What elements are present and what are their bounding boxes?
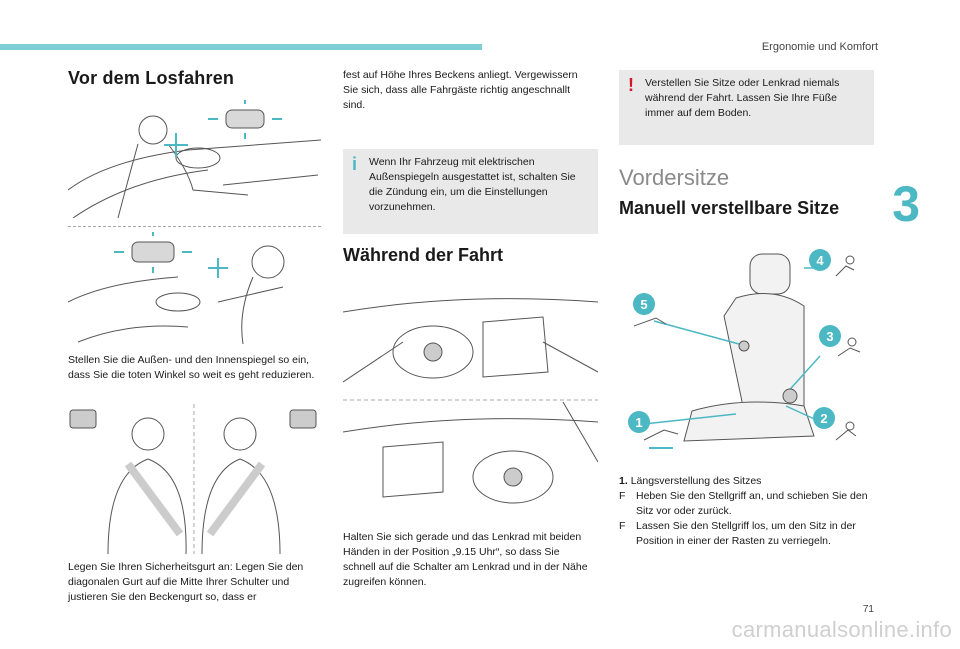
badge-5: 5 xyxy=(633,293,655,315)
page-number: 71 xyxy=(862,604,874,615)
bullet-marker: F xyxy=(619,520,626,532)
item-title: Längsverstellung des Sitzes xyxy=(630,475,762,487)
svg-text:2: 2 xyxy=(820,411,827,426)
seatbelt-instruction-continued: fest auf Höhe Ihres Beckens anliegt. Ver… xyxy=(343,69,578,111)
svg-text:3: 3 xyxy=(826,329,833,344)
divider xyxy=(68,226,321,227)
steering-instruction: Halten Sie sich gerade und das Lenkrad m… xyxy=(343,531,588,588)
figure-steering-position xyxy=(343,298,598,504)
figure-seatbelt xyxy=(69,404,317,554)
badge-3: 3 xyxy=(819,325,841,347)
info-notice: i Wenn Ihr Fahrzeug mit elektrischen Auß… xyxy=(343,149,598,234)
chapter-title: Ergonomie und Komfort xyxy=(761,41,878,53)
bullet-text: Lassen Sie den Stellgriff los, um den Si… xyxy=(636,520,856,547)
bullet-text: Heben Sie den Stellgriff an, und schiebe… xyxy=(636,490,868,517)
warning-notice-text: Verstellen Sie Sitze oder Lenkrad niemal… xyxy=(645,77,840,119)
heading-while-driving: Während der Fahrt xyxy=(343,245,504,265)
list-item-longitudinal: 1. Längsverstellung des Sitzes xyxy=(619,474,874,489)
badge-1: 1 xyxy=(628,411,650,433)
header-accent-bar xyxy=(0,44,482,50)
mirrors-instruction: Stellen Sie die Außen- und den Innenspie… xyxy=(68,354,315,381)
figure-seat-diagram: 4 5 3 2 1 xyxy=(628,249,861,449)
figure-driver-mirror-front xyxy=(68,100,321,218)
svg-text:1: 1 xyxy=(635,415,642,430)
svg-text:4: 4 xyxy=(816,253,824,268)
info-notice-text: Wenn Ihr Fahrzeug mit elektrischen Außen… xyxy=(369,156,576,213)
heading-before-driving: Vor dem Losfahren xyxy=(68,68,235,88)
watermark: carmanualsonline.info xyxy=(731,617,952,642)
bullet-item: F Lassen Sie den Stellgriff los, um den … xyxy=(619,519,874,549)
bullet-marker: F xyxy=(619,490,626,502)
item-number: 1. xyxy=(619,475,628,487)
info-icon: i xyxy=(352,154,358,174)
seatbelt-instruction: Legen Sie Ihren Sicherheitsgurt an: Lege… xyxy=(68,561,304,603)
bullet-item: F Heben Sie den Stellgriff an, und schie… xyxy=(619,489,874,519)
warning-icon: ! xyxy=(628,75,634,95)
svg-text:5: 5 xyxy=(640,297,647,312)
section-front-seats: Vordersitze xyxy=(619,165,730,190)
badge-2: 2 xyxy=(813,407,835,429)
heading-manual-seats: Manuell verstellbare Sitze xyxy=(619,198,840,218)
badge-4: 4 xyxy=(809,249,831,271)
chapter-number: 3 xyxy=(892,176,920,232)
warning-notice: ! Verstellen Sie Sitze oder Lenkrad niem… xyxy=(619,70,874,145)
figure-driver-mirror-rear xyxy=(68,232,285,344)
